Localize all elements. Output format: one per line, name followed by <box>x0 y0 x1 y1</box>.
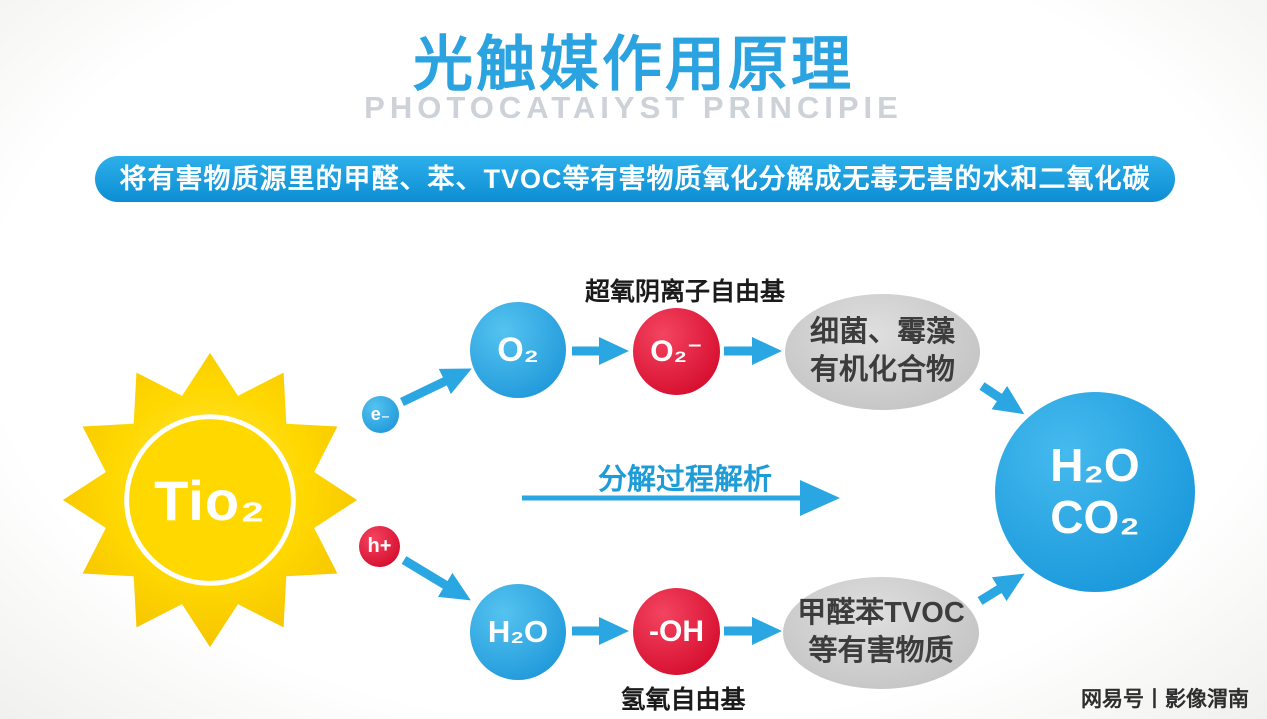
superoxide-node: O₂⁻ <box>633 308 720 395</box>
hydroxyl-label: -OH <box>649 614 704 648</box>
hole-label: h+ <box>367 535 392 557</box>
electron-node: e₋ <box>362 396 399 433</box>
hydroxyl-radical-label: 氢氧自由基 <box>620 686 746 714</box>
bacteria-result-ellipse: 细菌、霉藻 有机化合物 <box>785 294 980 410</box>
description-banner: 将有害物质源里的甲醛、苯、TVOC等有害物质氧化分解成无毒无害的水和二氧化碳 <box>95 156 1175 202</box>
tio2-sun: Tio₂ <box>58 348 362 652</box>
pollutant-result-ellipse: 甲醛苯TVOC 等有害物质 <box>783 577 979 689</box>
bacteria-line2: 有机化合物 <box>809 354 955 386</box>
electron-label: e₋ <box>370 404 391 424</box>
output-water-label: H₂O <box>1050 439 1140 492</box>
superoxide-label: O₂⁻ <box>650 335 703 368</box>
pollutant-line2: 等有害物质 <box>808 635 954 667</box>
water-node: H₂O <box>470 584 566 680</box>
arrow-electron-to-o2-icon <box>400 368 472 407</box>
decomposition-process-label: 分解过程解析 <box>597 464 772 496</box>
arrow-bacteria-to-output-icon <box>979 382 1025 415</box>
pollutant-line1: 甲醛苯TVOC <box>797 597 965 630</box>
sun-burst-icon <box>62 352 358 648</box>
output-co2-label: CO₂ <box>1050 491 1140 543</box>
hole-node: h+ <box>359 526 400 567</box>
arrow-hole-to-h2o-icon <box>401 556 471 601</box>
page-title: 光触媒作用原理 <box>413 31 854 98</box>
watermark: 网易号丨影像渭南 <box>1081 688 1249 711</box>
arrow-pollutant-to-output-icon <box>977 573 1025 605</box>
output-node: H₂O CO₂ <box>995 392 1195 592</box>
bacteria-line1: 细菌、霉藻 <box>809 316 955 349</box>
hydroxyl-node: -OH <box>633 588 720 675</box>
water-label: H₂O <box>487 614 549 649</box>
oxygen-node: O₂ <box>470 302 566 398</box>
page-subtitle: PHOTOCATAIYST PRINCIPIE <box>364 90 903 125</box>
tio2-label: Tio₂ <box>154 468 266 532</box>
superoxide-radical-label: 超氧阴离子自由基 <box>584 278 785 306</box>
oxygen-label: O₂ <box>497 330 539 369</box>
